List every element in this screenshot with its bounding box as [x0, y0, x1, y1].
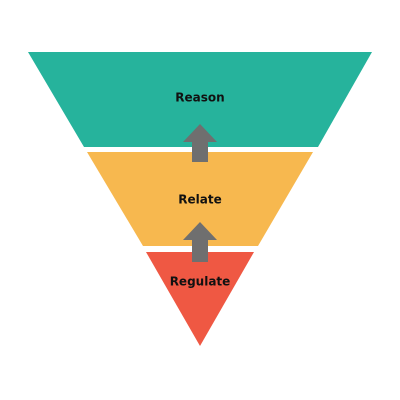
tier-relate-label: Relate [178, 193, 221, 207]
tier-reason-shape [28, 52, 372, 147]
up-arrow-icon [183, 124, 217, 162]
tier-relate-shape [87, 152, 313, 246]
tier-regulate-shape [146, 252, 254, 346]
tier-regulate-label: Regulate [170, 275, 231, 289]
up-arrow-icon [183, 222, 217, 262]
tier-reason-label: Reason [175, 91, 224, 105]
